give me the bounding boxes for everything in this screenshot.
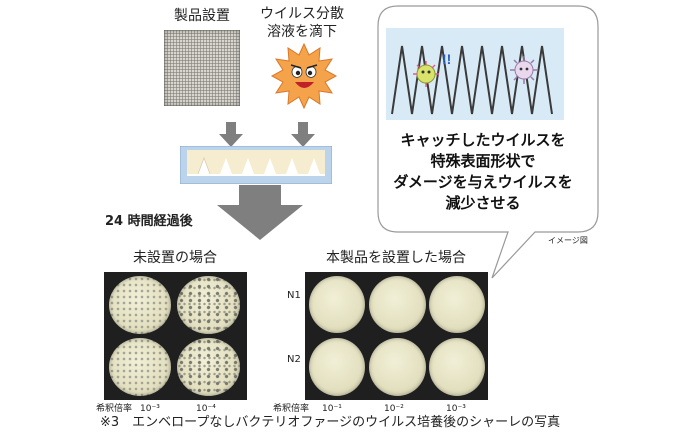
petri-dish xyxy=(369,276,426,333)
image-note-label: イメージ図 xyxy=(548,236,588,245)
row-label-n1: N1 xyxy=(287,290,301,301)
petri-dish xyxy=(369,338,426,396)
right-dilution-1: 10⁻¹ xyxy=(322,404,342,414)
petri-dish xyxy=(309,338,365,396)
down-arrow-icon-right xyxy=(291,122,315,147)
petri-dish xyxy=(177,338,240,396)
bubble-text-line-4: 減少させる xyxy=(445,194,521,212)
petri-dish xyxy=(309,276,365,333)
virus-sphere-icon xyxy=(413,61,439,87)
petri-dish xyxy=(429,276,485,333)
mesh-product-image xyxy=(164,30,240,106)
not-installed-header: 未設置の場合 xyxy=(133,250,217,266)
after-24h-label: 24 時間経過後 xyxy=(105,214,193,229)
right-dilution-2: 10⁻² xyxy=(384,404,404,414)
right-dilution-3: 10⁻³ xyxy=(446,404,466,414)
spike-illustration: !! xyxy=(386,28,564,120)
petri-dish xyxy=(109,276,171,334)
petri-dish xyxy=(109,338,171,396)
installed-header: 本製品を設置した場合 xyxy=(326,250,466,266)
bubble-text-line-2: 特殊表面形状で xyxy=(430,152,536,170)
big-down-arrow-icon xyxy=(217,185,303,240)
spiked-surface-tray xyxy=(180,146,332,184)
virus-drop-label-2: 溶液を滴下 xyxy=(267,24,337,40)
petri-dish xyxy=(177,276,240,334)
dilution-label: 希釈倍率 xyxy=(96,404,133,414)
left-dilution-1: 10⁻³ xyxy=(140,404,160,414)
caption: ※3 エンベロープなしバクテリオファージのウイルス培養後のシャーレの写真 xyxy=(100,415,561,430)
virus-drop-label-1: ウイルス分散 xyxy=(260,6,344,22)
svg-text:!!: !! xyxy=(442,51,451,67)
down-arrow-icon-left xyxy=(219,122,243,147)
left-dilution-2: 10⁻⁴ xyxy=(196,404,216,414)
petri-dish xyxy=(429,338,485,396)
dilution-label-right: 希釈倍率 xyxy=(273,404,310,414)
bubble-text-line-1: キャッチしたウイルスを xyxy=(400,131,566,149)
virus-character-icon xyxy=(270,42,338,110)
product-installation-label: 製品設置 xyxy=(174,8,230,24)
petri-photo-installed xyxy=(305,272,488,400)
bubble-text-line-3: ダメージを与えウイルスを xyxy=(393,173,573,191)
virus-phage-icon xyxy=(510,56,538,84)
row-label-n2: N2 xyxy=(287,354,301,365)
petri-photo-not-installed xyxy=(104,272,247,400)
